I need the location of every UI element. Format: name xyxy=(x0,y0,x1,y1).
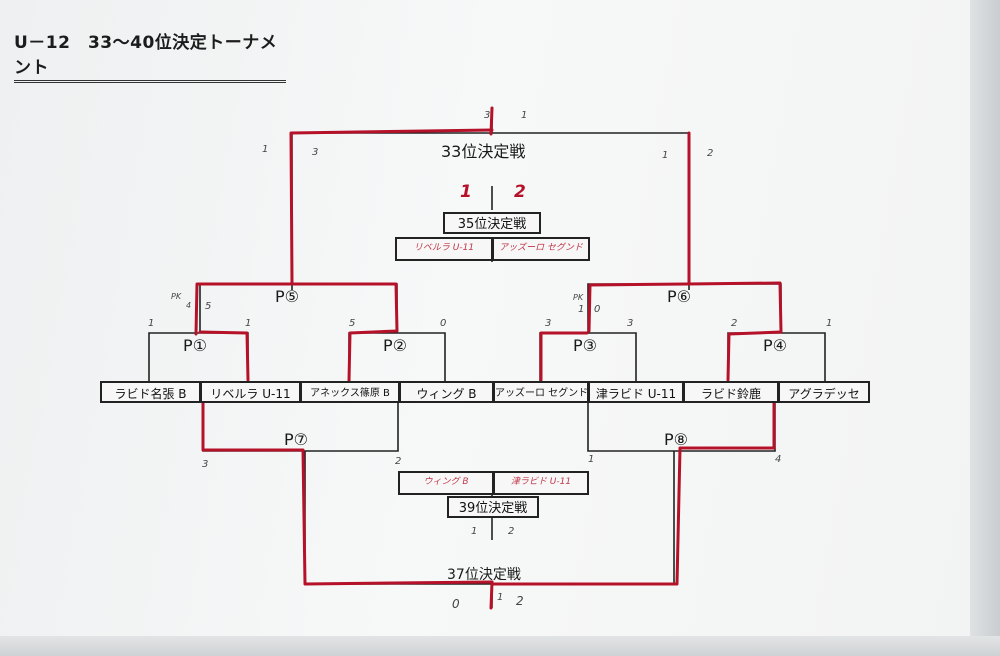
score-p6-pk: PK xyxy=(573,293,584,302)
m35-left-team: リベルラ U-11 xyxy=(395,237,493,261)
score-p2-left: 5 xyxy=(349,318,356,329)
team-3: アネックス篠原 B xyxy=(300,381,400,403)
score-35-right: 2 xyxy=(514,182,526,202)
label-p2: P② xyxy=(383,336,407,355)
label-35th-place-match: 35位決定戦 xyxy=(443,212,541,234)
red-line-p1 xyxy=(198,330,250,382)
score-p1-left: 1 xyxy=(148,318,155,329)
score-p5-left: 5 xyxy=(205,301,212,312)
score-33-right: 2 xyxy=(707,148,714,159)
score-p5-pk: PK xyxy=(171,292,182,301)
label-p6: P⑥ xyxy=(667,287,691,306)
score-37-left: 0 xyxy=(452,597,460,611)
label-33rd-place-match: 33位決定戦 xyxy=(441,142,526,161)
bracket-black-lines xyxy=(148,110,826,608)
score-33-top-left: 3 xyxy=(484,110,491,121)
m35-right-team: アッズーロ セグンド xyxy=(492,237,590,261)
score-p6-left: 1 xyxy=(578,304,585,315)
red-line-p5-left xyxy=(194,282,294,336)
label-39th-place-match: 39位決定戦 xyxy=(447,496,539,518)
team-1: ラビド名張 B xyxy=(100,381,201,403)
red-line-p6 xyxy=(587,281,783,382)
winner-red-lines xyxy=(194,106,783,610)
team-4: ウィング B xyxy=(399,381,494,403)
score-p6-left2: 0 xyxy=(594,304,601,315)
score-37-mid: 1 xyxy=(497,592,504,603)
score-p7-left: 3 xyxy=(202,459,209,470)
score-33-right-outer: 1 xyxy=(662,150,669,161)
red-line-p7 xyxy=(201,401,494,586)
score-39-right: 2 xyxy=(508,526,515,537)
score-p7-right: 2 xyxy=(395,456,402,467)
score-37-right: 2 xyxy=(516,594,524,608)
label-p1: P① xyxy=(183,336,207,355)
label-37th-place-match: 37位決定戦 xyxy=(447,567,521,583)
red-line-37-bottom xyxy=(489,580,494,610)
score-p4-left: 2 xyxy=(731,318,738,329)
score-33-top-right: 1 xyxy=(521,110,528,121)
m39-right-team: 津ラビド U-11 xyxy=(493,471,589,495)
red-line-33-top xyxy=(489,106,494,136)
label-p4: P④ xyxy=(763,336,787,355)
label-p8: P⑧ xyxy=(664,430,688,449)
floor-background xyxy=(0,636,1000,656)
team-8: アグラデッセ xyxy=(778,381,870,403)
wall-background xyxy=(970,0,1000,656)
team-7: ラビド鈴鹿 xyxy=(683,381,779,403)
score-p4-right: 1 xyxy=(826,318,833,329)
team-2: リベルラ U-11 xyxy=(200,381,301,403)
score-p2-right: 0 xyxy=(440,318,447,329)
team-5: アッズーロ セグンド xyxy=(493,381,589,403)
score-p3-right: 3 xyxy=(627,318,634,329)
label-p3: P③ xyxy=(573,336,597,355)
score-p8-left: 1 xyxy=(588,454,595,465)
label-p7: P⑦ xyxy=(284,430,308,449)
score-p8-right: 4 xyxy=(775,454,782,465)
page-title: U－12 33〜40位決定トーナメント xyxy=(14,28,286,83)
red-line-p3 xyxy=(539,331,589,382)
m39-left-team: ウィング B xyxy=(398,471,494,495)
red-line-p5-right xyxy=(290,282,399,383)
score-p5-pk2: 4 xyxy=(186,301,192,310)
label-p5: P⑤ xyxy=(275,287,299,306)
score-39-left: 1 xyxy=(471,526,478,537)
team-6: 津ラビド U-11 xyxy=(588,381,684,403)
score-p3-left: 3 xyxy=(545,318,552,329)
score-33-left-outer: 1 xyxy=(262,144,269,155)
red-line-p8 xyxy=(490,401,776,586)
red-line-33-left xyxy=(289,128,494,285)
score-33-left: 3 xyxy=(312,147,319,158)
score-p1-right: 1 xyxy=(245,318,252,329)
score-35-left: 1 xyxy=(460,182,472,202)
